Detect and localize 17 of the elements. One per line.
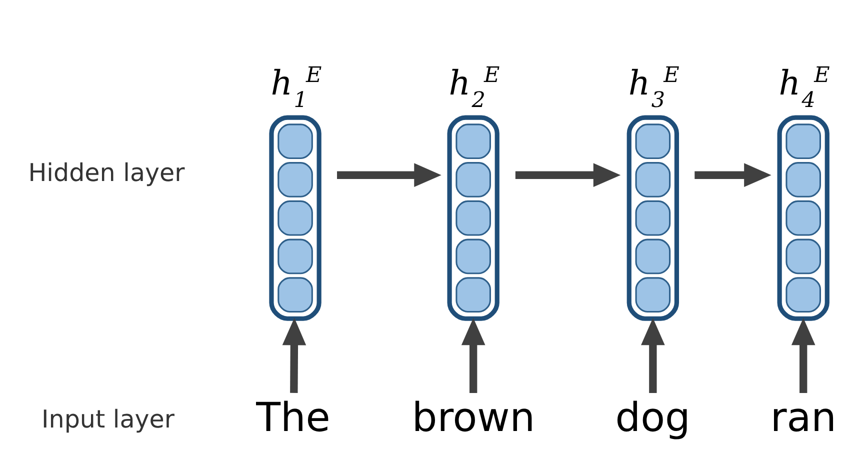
- label: Input layer: [42, 404, 174, 433]
- arrow: [282, 317, 306, 392]
- label: Hidden layer: [28, 157, 185, 186]
- node-box: [626, 114, 680, 320]
- node-text: ran: [770, 394, 836, 441]
- arrow: [694, 162, 772, 187]
- arrow: [461, 317, 486, 392]
- node-box: [269, 114, 322, 320]
- node-box: [777, 114, 830, 320]
- node-text: The: [256, 394, 330, 441]
- arrow: [515, 162, 621, 187]
- arrow: [791, 317, 816, 392]
- node-box: [447, 114, 500, 320]
- node-text: dog: [615, 394, 690, 441]
- node-text: brown: [412, 394, 536, 441]
- arrow: [641, 317, 665, 392]
- arrow: [337, 162, 442, 187]
